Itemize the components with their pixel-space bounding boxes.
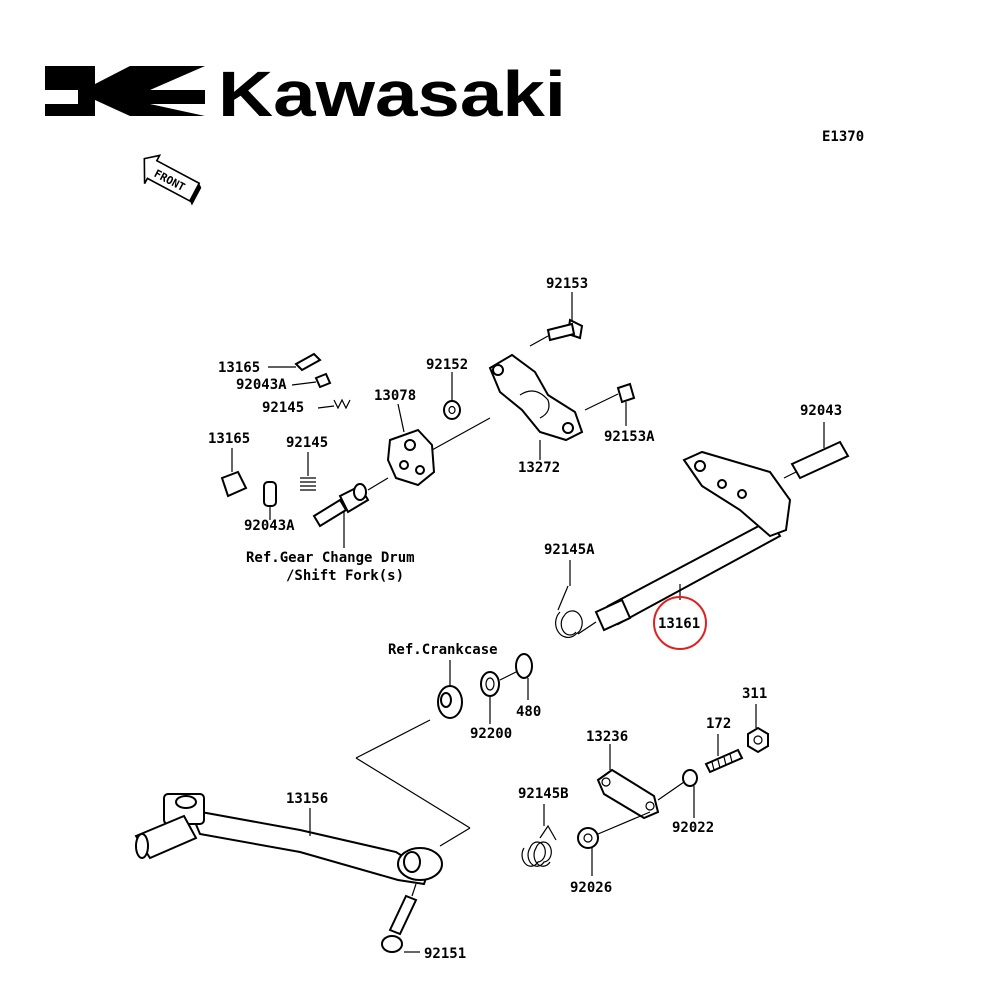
leader-92153-axis <box>529 335 549 347</box>
axis-line-top-2 <box>431 417 491 451</box>
leader-92043A-top <box>291 381 317 386</box>
axis-92026 <box>597 811 651 835</box>
label-92153A: 92153A <box>604 429 655 445</box>
label-92043: 92043 <box>800 403 842 419</box>
plate-13272 <box>488 353 584 442</box>
brand-wordmark: Kawasaki <box>218 58 566 130</box>
axis-pedal-3 <box>439 827 471 847</box>
axis-line-top <box>367 477 389 491</box>
spring-92145B <box>521 824 557 867</box>
axis-pedal-2 <box>355 757 471 829</box>
label-13078: 13078 <box>374 388 416 404</box>
stud-172 <box>704 748 744 774</box>
axis-crank <box>499 671 517 681</box>
oil-seal-92200-left <box>437 685 463 719</box>
leader-92145-top <box>317 405 335 409</box>
label-13161: 13161 <box>658 616 700 632</box>
axis-92151 <box>411 883 417 897</box>
label-92022: 92022 <box>672 820 714 836</box>
axis-pedal-1 <box>355 719 431 759</box>
label-ref-drum-line1: Ref.Gear Change Drum <box>246 550 415 566</box>
label-92151: 92151 <box>424 946 466 962</box>
pin-92043A-bottom <box>263 481 277 507</box>
label-92153: 92153 <box>546 276 588 292</box>
label-92145A: 92145A <box>544 542 595 558</box>
circlip-480 <box>515 653 533 679</box>
label-480: 480 <box>516 704 541 720</box>
pawl-13165-left <box>220 470 248 498</box>
washer-92022 <box>682 769 698 787</box>
spring-92145-top <box>333 398 351 410</box>
shift-shaft-13161 <box>594 450 792 632</box>
label-13236: 13236 <box>586 729 628 745</box>
bolt-92153 <box>546 318 584 342</box>
pin-92043A-top <box>314 372 332 389</box>
washer-92152 <box>443 400 461 420</box>
label-172: 172 <box>706 716 731 732</box>
label-92145-mid: 92145 <box>286 435 328 451</box>
label-13165-left: 13165 <box>208 431 250 447</box>
front-arrow-icon: FRONT <box>143 154 202 206</box>
pawl-13165-top <box>294 352 322 372</box>
axis-92022 <box>657 781 685 801</box>
label-92200: 92200 <box>470 726 512 742</box>
shift-pedal-13156 <box>134 793 443 886</box>
washer-92200 <box>480 671 500 697</box>
label-92043A-bottom: 92043A <box>244 518 295 534</box>
spring-92145A <box>555 585 583 638</box>
axis-92145A <box>577 621 597 635</box>
label-13272: 13272 <box>518 460 560 476</box>
label-13165-top: 13165 <box>218 360 260 376</box>
label-92043A-top: 92043A <box>236 377 287 393</box>
nut-311 <box>747 726 769 754</box>
diagram-code: E1370 <box>822 129 864 145</box>
pin-shaft <box>312 483 370 528</box>
spring-92145-mid <box>300 477 316 491</box>
label-92145B: 92145B <box>518 786 569 802</box>
label-92152: 92152 <box>426 357 468 373</box>
label-92145-top: 92145 <box>262 400 304 416</box>
leader-13078 <box>397 403 405 433</box>
bolt-92153A <box>584 382 636 411</box>
lever-13236 <box>596 768 660 820</box>
kawasaki-k-logo-icon <box>45 66 205 116</box>
label-ref-drum-line2: /Shift Fork(s) <box>286 568 404 584</box>
label-92026: 92026 <box>570 880 612 896</box>
cam-13078 <box>386 428 436 487</box>
bolt-92151 <box>381 894 418 953</box>
pin-92043 <box>790 440 850 480</box>
highlight-circle-13161 <box>653 596 707 650</box>
axis-92043 <box>783 471 797 479</box>
label-ref-crankcase: Ref.Crankcase <box>388 642 498 658</box>
label-311: 311 <box>742 686 767 702</box>
label-13156: 13156 <box>286 791 328 807</box>
washer-92026 <box>577 827 599 849</box>
